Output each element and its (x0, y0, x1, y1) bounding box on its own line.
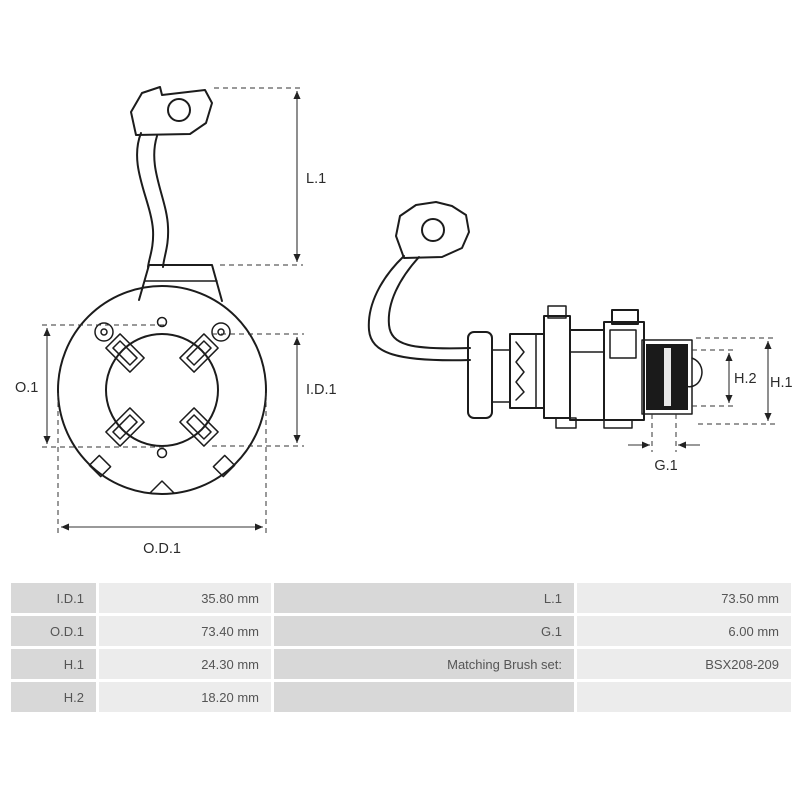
spring-holder (509, 333, 545, 409)
dimension-label-g1: G.1 (654, 458, 677, 474)
brush-slot (664, 348, 671, 406)
spec-value-cell: 18.20 mm (99, 682, 271, 712)
terminal-tab (130, 86, 213, 136)
spec-value-cell: 35.80 mm (99, 583, 271, 613)
spec-label-cell: G.1 (274, 616, 574, 646)
retainer-hook (685, 357, 703, 388)
technical-drawing: L.1 O.1 I.D.1 O.D.1 (15, 86, 793, 557)
table-row-h2: H.2 18.20 mm (11, 682, 791, 712)
table-row-od1: O.D.1 73.40 mm G.1 6.00 mm (11, 616, 791, 646)
dimension-label-id1: I.D.1 (306, 382, 337, 398)
spec-label-cell: I.D.1 (11, 583, 96, 613)
side-view (367, 201, 703, 429)
spec-value-cell: 6.00 mm (577, 616, 791, 646)
end-plate (467, 331, 493, 419)
brush-frame (641, 339, 693, 415)
spec-value-cell: 73.40 mm (99, 616, 271, 646)
dimension-g1: G.1 (628, 414, 700, 474)
brush-box-nw (105, 333, 145, 373)
spec-label-cell: Matching Brush set: (274, 649, 574, 679)
bracket-tab (611, 309, 639, 325)
screw-left (94, 322, 114, 342)
brush-box-sw (105, 407, 145, 447)
terminal-hole (421, 218, 445, 242)
center-block (543, 315, 571, 419)
wire-lead (153, 135, 170, 268)
center-block-tab (547, 305, 567, 319)
connector-bar (491, 349, 511, 403)
housing-inner (105, 333, 219, 447)
dimension-l1: L.1 (214, 87, 326, 266)
terminal-tab (395, 201, 470, 259)
notch-left (88, 454, 112, 478)
terminal-hole (167, 98, 191, 122)
spec-label-cell: H.1 (11, 649, 96, 679)
table-row-id1: I.D.1 35.80 mm L.1 73.50 mm (11, 583, 791, 613)
brush-holder-drawing: L.1 O.1 I.D.1 O.D.1 (15, 86, 793, 557)
pilot-hole-bottom (156, 447, 168, 459)
spec-value-cell: 73.50 mm (577, 583, 791, 613)
foot-left (555, 417, 577, 429)
dimension-label-o1: O.1 (15, 380, 38, 396)
wire-lead (136, 132, 155, 268)
spec-label-cell: L.1 (274, 583, 574, 613)
spec-label-cell: H.2 (11, 682, 96, 712)
dimension-o1: O.1 (15, 324, 167, 448)
spec-label-cell: O.D.1 (11, 616, 96, 646)
dimension-label-l1: L.1 (306, 171, 326, 187)
pilot-hole-top (156, 316, 168, 328)
spec-value-cell: 24.30 mm (99, 649, 271, 679)
brush-box-ne (179, 333, 219, 373)
top-connector (138, 264, 223, 302)
dimension-od1: O.D.1 (57, 393, 267, 557)
bracket-slot (609, 329, 637, 359)
spec-table: I.D.1 35.80 mm L.1 73.50 mm O.D.1 73.40 … (8, 580, 794, 715)
dimension-label-h2: H.2 (734, 371, 757, 387)
foot-right (603, 419, 633, 429)
wire-lead (387, 256, 471, 350)
spec-label-cell (274, 682, 574, 712)
dimension-h1: H.1 (696, 337, 793, 425)
front-view (57, 86, 267, 495)
table-row-h1: H.1 24.30 mm Matching Brush set: BSX208-… (11, 649, 791, 679)
spring-coil (515, 341, 525, 401)
brush-box-se (179, 407, 219, 447)
mid-block (569, 329, 605, 421)
housing-outer (57, 285, 267, 495)
dimension-label-od1: O.D.1 (143, 541, 181, 557)
notch-center (149, 480, 175, 494)
notch-right (212, 454, 236, 478)
dimension-h2: H.2 (692, 349, 757, 407)
dimension-label-h1: H.1 (770, 375, 793, 391)
spec-value-cell (577, 682, 791, 712)
screw-right (211, 322, 231, 342)
spec-value-cell: BSX208-209 (577, 649, 791, 679)
dimension-id1: I.D.1 (212, 333, 337, 447)
wire-lead (367, 255, 471, 362)
